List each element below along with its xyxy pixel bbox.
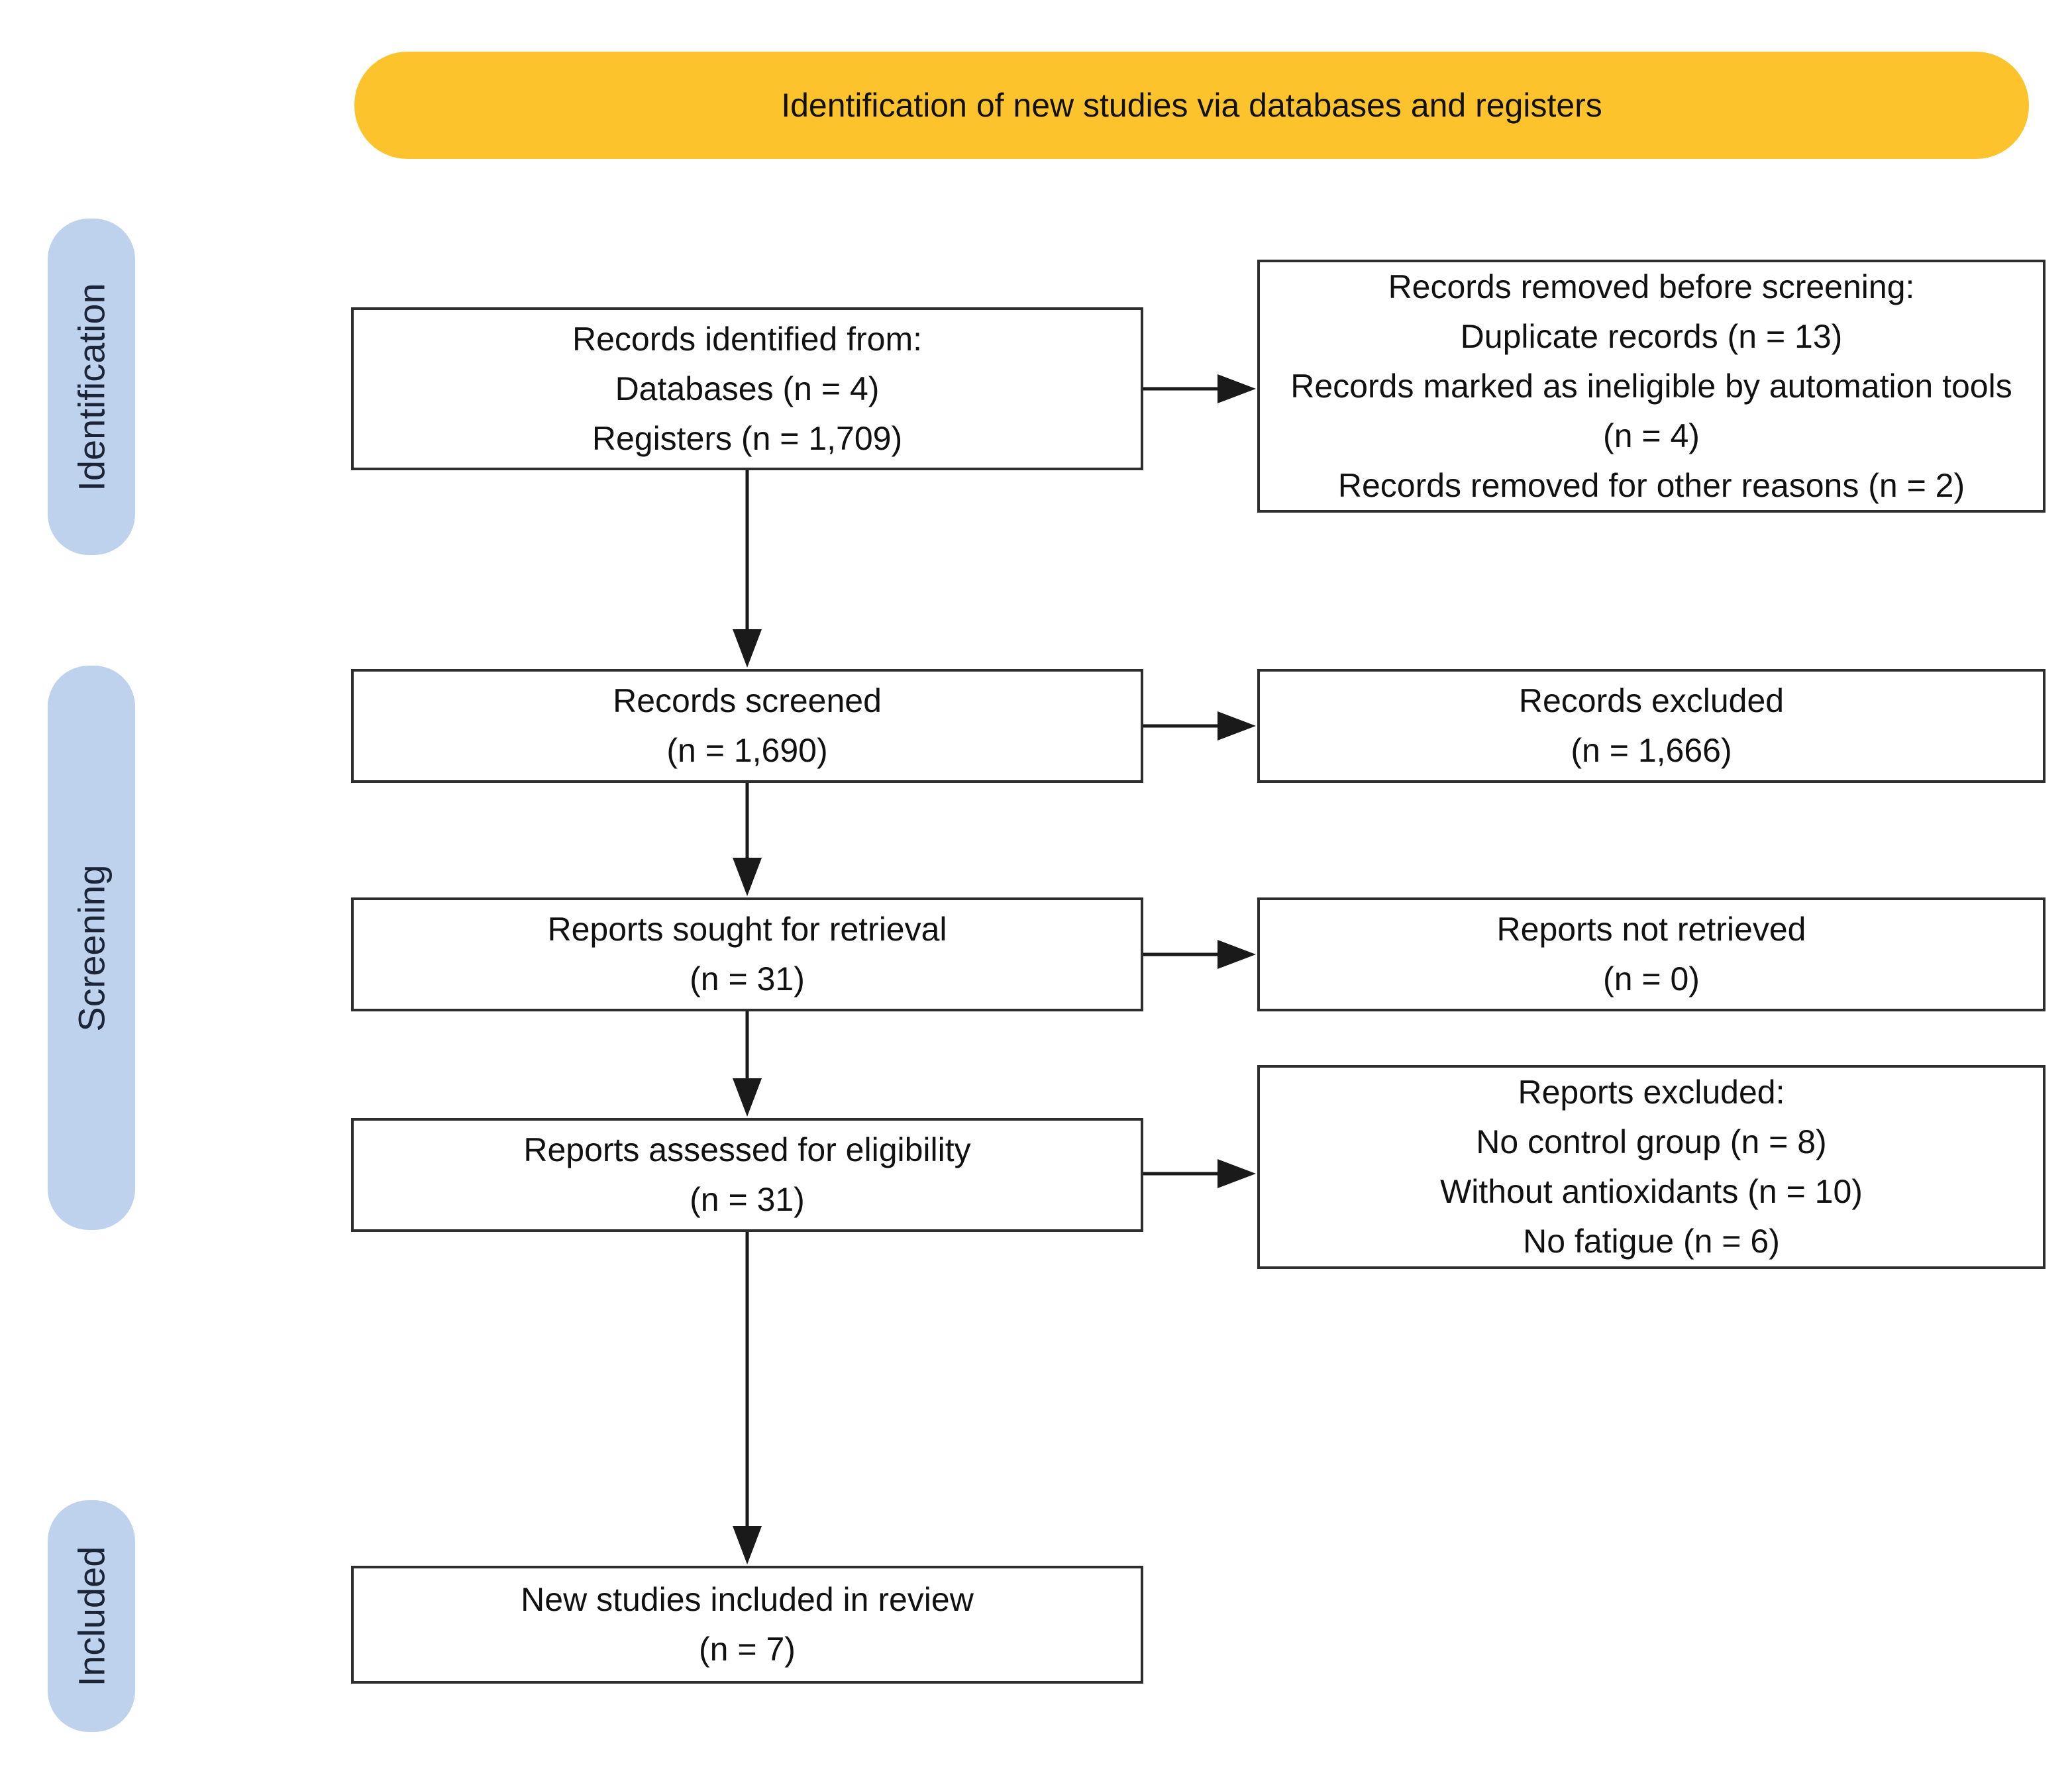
box-records-screened: Records screened (n = 1,690) [351, 669, 1143, 783]
box-new-studies-included-text: New studies included in review (n = 7) [521, 1581, 974, 1668]
box-records-screened-text: Records screened (n = 1,690) [613, 682, 882, 769]
box-records-removed-text: Records removed before screening: Duplic… [1290, 268, 2012, 504]
arrow-sought-to-not-retrieved [1143, 940, 1256, 969]
arrow-assessed-to-included [733, 1232, 762, 1564]
diagram-title: Identification of new studies via databa… [781, 87, 1602, 124]
box-reports-assessed-text: Reports assessed for eligibility (n = 31… [523, 1131, 971, 1218]
box-reports-not-retrieved-text: Reports not retrieved (n = 0) [1496, 911, 1806, 997]
box-records-identified-text: Records identified from: Databases (n = … [572, 320, 922, 457]
arrow-identified-to-screened [733, 470, 762, 668]
arrow-identified-to-removed [1143, 374, 1256, 403]
box-new-studies-included: New studies included in review (n = 7) [351, 1566, 1143, 1684]
stage-label-identification: Identification [70, 282, 113, 491]
box-records-removed-before-screening: Records removed before screening: Duplic… [1257, 260, 2046, 513]
stage-bar-included: Included [48, 1500, 135, 1732]
box-reports-sought: Reports sought for retrieval (n = 31) [351, 897, 1143, 1011]
box-reports-assessed: Reports assessed for eligibility (n = 31… [351, 1118, 1143, 1232]
box-reports-excluded: Reports excluded: No control group (n = … [1257, 1065, 2046, 1269]
box-reports-sought-text: Reports sought for retrieval (n = 31) [547, 911, 947, 997]
arrow-screened-to-excluded [1143, 711, 1256, 740]
stage-bar-identification: Identification [48, 219, 135, 555]
arrow-screened-to-sought [733, 783, 762, 896]
box-records-excluded: Records excluded (n = 1,666) [1257, 669, 2046, 783]
arrow-assessed-to-reports-excluded [1143, 1159, 1256, 1188]
stage-label-included: Included [70, 1546, 113, 1686]
stage-label-screening: Screening [70, 864, 113, 1032]
stage-bar-screening: Screening [48, 666, 135, 1230]
arrow-sought-to-assessed [733, 1011, 762, 1117]
diagram-title-banner: Identification of new studies via databa… [354, 52, 2029, 159]
box-records-identified: Records identified from: Databases (n = … [351, 307, 1143, 470]
box-reports-excluded-text: Reports excluded: No control group (n = … [1440, 1074, 1863, 1260]
box-records-excluded-text: Records excluded (n = 1,666) [1518, 682, 1785, 769]
box-reports-not-retrieved: Reports not retrieved (n = 0) [1257, 897, 2046, 1011]
